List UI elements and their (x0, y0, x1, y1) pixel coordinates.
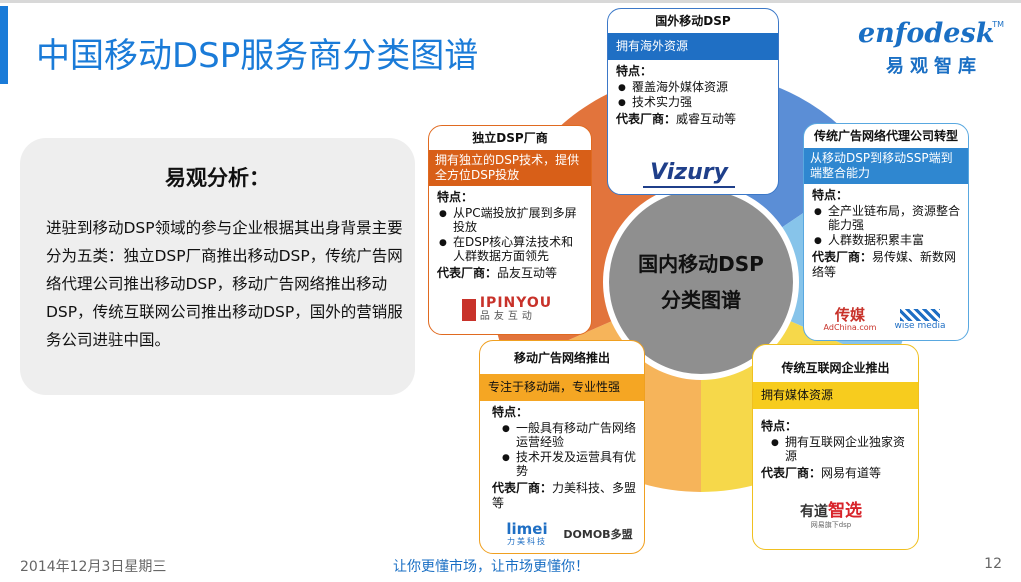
youdao-logo-accent: 智选 (828, 501, 862, 521)
card-internet: 传统互联网企业推出 拥有媒体资源 特点： 拥有互联网企业独家资源 代表厂商：网易… (752, 344, 919, 550)
card-traditional-ad-rep-label: 代表厂商： (812, 250, 873, 264)
card-independent-rep-label: 代表厂商： (437, 266, 498, 280)
card-internet-features: 拥有互联网企业独家资源 (771, 435, 912, 463)
adchina-logo-sub: AdChina.com (823, 323, 877, 332)
card-independent-rep: 代表厂商：品友互动等 (437, 266, 585, 281)
adchina-logo: 传媒 AdChina.com (818, 306, 882, 334)
top-rule (0, 0, 1021, 3)
card-traditional-ad: 传统广告网络代理公司转型 从移动DSP到移动SSP端到端整合能力 特点： 全产业… (803, 123, 969, 341)
card-independent-features: 从PC端投放扩展到多屏投放 在DSP核心算法技术和人群数据方面领先 (439, 206, 585, 263)
domob-logo-text: DOMOB多盟 (563, 528, 633, 541)
logo-cn: 易观智库 (886, 56, 982, 77)
card-internet-title: 传统互联网企业推出 (781, 361, 890, 375)
card-mobile-ad-rep-value: 力美科技、多盟等 (492, 481, 637, 510)
card-foreign-rep-label: 代表厂商： (616, 112, 677, 126)
logo-tm: TM (992, 20, 1004, 29)
center-label: 国内移动DSP 分类图谱 (622, 246, 780, 318)
card-mobile-ad-features-label: 特点： (492, 405, 529, 419)
card-traditional-ad-feature-2: 人群数据积累丰富 (814, 233, 962, 248)
card-mobile-ad-feature-1: 一般具有移动广告网络运营经验 (502, 421, 638, 449)
card-mobile-ad-rep-label: 代表厂商： (492, 481, 553, 495)
ipinyou-logo-mark (461, 299, 476, 321)
card-independent-feature-1: 从PC端投放扩展到多屏投放 (439, 206, 585, 234)
card-traditional-ad-features: 全产业链布局，资源整合能力强 人群数据积累丰富 (814, 204, 962, 248)
card-independent-band: 拥有独立的DSP技术，提供全方位DSP投放 (429, 150, 591, 186)
card-internet-features-label: 特点： (761, 419, 798, 433)
card-foreign-rep-value: 威睿互动等 (676, 112, 737, 126)
card-internet-rep: 代表厂商：网易有道等 (761, 466, 912, 481)
card-foreign-feature-1: 覆盖海外媒体资源 (618, 80, 772, 95)
card-traditional-ad-feature-1: 全产业链布局，资源整合能力强 (814, 204, 962, 232)
card-mobile-ad-rep: 代表厂商：力美科技、多盟等 (492, 481, 638, 511)
card-foreign-features-label: 特点： (616, 64, 653, 78)
limei-logo: limei 力美科技 (498, 520, 556, 548)
card-mobile-ad-feature-2: 技术开发及运营具有优势 (502, 450, 638, 478)
card-independent-rep-value: 品友互动等 (497, 266, 558, 280)
page-number: 12 (984, 556, 1002, 572)
card-traditional-ad-features-label: 特点： (812, 188, 849, 202)
domob-logo: DOMOB多盟 (558, 522, 638, 546)
adchina-logo-text: 传媒 (834, 306, 865, 324)
card-mobile-ad-title: 移动广告网络推出 (513, 351, 610, 365)
page-title: 中国移动DSP服务商分类图谱 (36, 36, 479, 76)
card-foreign-feature-2: 技术实力强 (618, 95, 772, 110)
card-foreign-band: 拥有海外资源 (608, 33, 778, 60)
center-circle (609, 190, 793, 374)
youdao-logo-sub: 网易旗下dsp (810, 521, 852, 529)
footer-slogan: 让你更懂市场，让市场更懂你！ (393, 559, 589, 575)
card-traditional-ad-rep: 代表厂商：易传媒、新数网络等 (812, 250, 962, 280)
card-internet-band: 拥有媒体资源 (753, 382, 918, 409)
youdao-logo: 有道智选 网易旗下dsp (792, 500, 870, 532)
ipinyou-logo-sub: 品友互动 (479, 311, 536, 322)
card-mobile-ad-band: 专注于移动端，专业性强 (480, 374, 644, 401)
card-internet-rep-value: 网易有道等 (821, 466, 882, 480)
ipinyou-logo-text: IPINYOU (479, 295, 553, 311)
center-line1: 国内移动DSP (638, 252, 764, 276)
card-mobile-ad: 移动广告网络推出 专注于移动端，专业性强 特点： 一般具有移动广告网络运营经验 … (479, 340, 645, 554)
card-traditional-ad-title: 传统广告网络代理公司转型 (813, 129, 958, 143)
footer-date: 2014年12月3日星期三 (20, 559, 167, 575)
card-internet-rep-label: 代表厂商： (761, 466, 822, 480)
card-internet-feature-1: 拥有互联网企业独家资源 (771, 435, 912, 463)
wisemedia-logo-text: wise media (894, 320, 946, 331)
card-foreign: 国外移动DSP 拥有海外资源 特点： 覆盖海外媒体资源 技术实力强 代表厂商：威… (607, 8, 779, 195)
card-foreign-rep: 代表厂商：威睿互动等 (616, 112, 772, 127)
logo-brand: enfodesk (858, 18, 995, 49)
youdao-logo-text: 有道 (800, 504, 828, 520)
analysis-body: 进驻到移动DSP领域的参与企业根据其出身背景主要分为五类：独立DSP厂商推出移动… (46, 219, 403, 349)
center-line2: 分类图谱 (661, 288, 741, 312)
wisemedia-logo: wise media (892, 306, 948, 334)
analysis-heading: 易观分析： (165, 166, 270, 190)
card-independent-feature-2: 在DSP核心算法技术和人群数据方面领先 (439, 235, 585, 263)
card-traditional-ad-band: 从移动DSP到移动SSP端到端整合能力 (804, 148, 968, 184)
wisemedia-logo-mark (900, 308, 940, 321)
ipinyou-logo: IPINYOU 品友互动 (452, 294, 562, 326)
card-independent-title: 独立DSP厂商 (472, 131, 548, 145)
card-traditional-ad-rep-value: 易传媒、新数网络等 (812, 250, 957, 279)
limei-logo-text: limei (506, 520, 548, 538)
vizury-logo: Vizury (643, 158, 735, 188)
card-foreign-title: 国外移动DSP (655, 14, 731, 28)
limei-logo-sub: 力美科技 (507, 537, 547, 546)
analysis-panel: 易观分析： 进驻到移动DSP领域的参与企业根据其出身背景主要分为五类：独立DSP… (20, 138, 415, 395)
card-independent-features-label: 特点： (437, 190, 474, 204)
card-mobile-ad-features: 一般具有移动广告网络运营经验 技术开发及运营具有优势 (502, 421, 638, 478)
enfodesk-logo: enfodesk TM 易观智库 (858, 18, 1008, 80)
title-accent-bar (0, 6, 8, 84)
card-foreign-features: 覆盖海外媒体资源 技术实力强 (618, 80, 772, 110)
